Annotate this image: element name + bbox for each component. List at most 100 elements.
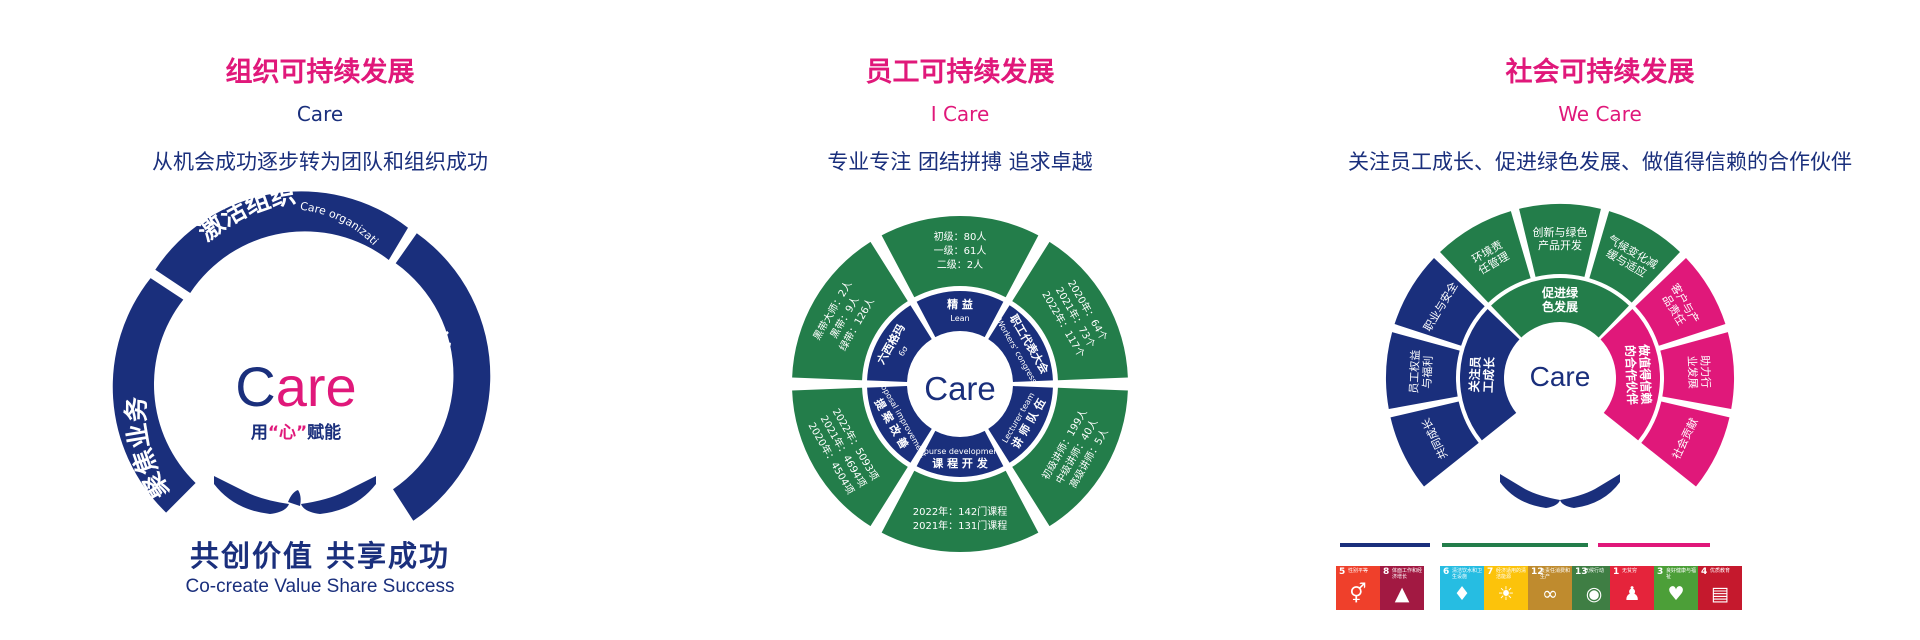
- social-inner-label: 做值得信赖: [1637, 343, 1655, 405]
- social-inner-label: 工成长: [1480, 356, 1497, 394]
- staff-outer-segment: [792, 387, 908, 527]
- social-inner-segment: [1491, 278, 1629, 338]
- staff-outer-label: 一级：61人: [934, 245, 987, 257]
- sdg-goal-label: 体面工作和经济增长: [1392, 568, 1423, 580]
- sdg-bar-green: [1442, 543, 1588, 547]
- org-ring-top-en: Care organization: [0, 0, 381, 248]
- sdg-bar-blue: [1340, 543, 1430, 547]
- org-subtitle: 从机会成功逐步转为团队和组织成功: [152, 150, 488, 174]
- sdg-goal-label: 性别平等: [1348, 568, 1369, 574]
- staff-inner-segment: [988, 305, 1053, 382]
- social-outer-segment: [1660, 332, 1734, 410]
- social-outer-segment: [1519, 203, 1601, 277]
- person-silhouette-icon: [1460, 417, 1662, 520]
- sdg-goal-icon: ▤: [1711, 583, 1729, 605]
- social-outer-label: 员工权益: [1406, 349, 1422, 394]
- sdg-goal-number: 4: [1701, 567, 1708, 577]
- social-subtitle: 关注员工成长、促进绿色发展、做值得信赖的合作伙伴: [1348, 150, 1852, 174]
- panel-organization: 组织可持续发展 Care 从机会成功逐步转为团队和组织成功 激活组织 Care …: [0, 0, 640, 640]
- social-inner-label: 的合作伙伴: [1623, 345, 1641, 406]
- social-inner-label: 色发展: [1542, 299, 1578, 314]
- org-slogan-en: Co-create Value Share Success: [185, 576, 455, 597]
- staff-outer-segment: [881, 470, 1039, 553]
- social-center-disk: [1506, 324, 1614, 432]
- social-inner-segment: [1600, 309, 1660, 441]
- social-outer-segment: [1589, 211, 1680, 303]
- sdg-goal-number: 3: [1657, 567, 1664, 577]
- sdg-goal-icon: ♟: [1623, 583, 1641, 605]
- social-outer-label: 业发展: [1685, 355, 1700, 389]
- staff-outer-segment: [1012, 387, 1128, 527]
- sdg-goal-icon: ∞: [1542, 583, 1558, 605]
- staff-outer-segment: [1012, 241, 1128, 381]
- org-title: 组织可持续发展: [225, 57, 415, 88]
- sdg-goal-label: 良好健康与福祉: [1666, 568, 1697, 580]
- social-outer-label: 产品开发: [1538, 238, 1582, 252]
- social-outer-label: 与福利: [1420, 355, 1435, 389]
- staff-outer-label: 2021年：131门课程: [913, 519, 1008, 532]
- staff-inner-segment: [867, 305, 932, 382]
- staff-outer-label: 初级：80人: [934, 230, 987, 243]
- social-title: 社会可持续发展: [1505, 57, 1695, 88]
- sdg-goal-label: 气候行动: [1584, 568, 1605, 574]
- hands-icon: [214, 476, 376, 514]
- sdg-goal-number: 12: [1531, 567, 1544, 577]
- org-ring-segment-top: [155, 191, 408, 293]
- social-outer-segment: [1394, 258, 1485, 346]
- sdg-goal-icon: ⚥: [1349, 583, 1367, 605]
- sdg-goal-label: 无贫穷: [1622, 568, 1638, 574]
- staff-inner-segment: [867, 386, 932, 463]
- social-center-word: Care: [1530, 361, 1591, 392]
- staff-inner-segment: [916, 430, 1004, 477]
- social-outer-segment: [1390, 401, 1479, 487]
- staff-inner-segment: [988, 386, 1053, 463]
- staff-inner-segment: [916, 291, 1004, 338]
- sdg-goal-icon: ♥: [1667, 583, 1685, 605]
- staff-care-label: I Care: [930, 102, 990, 126]
- staff-outer-segment: [792, 241, 908, 381]
- sdg-goal-icon: ♦: [1453, 583, 1471, 605]
- social-inner-label: 关注员: [1466, 356, 1483, 393]
- sdg-goal-label: 优质教育: [1710, 568, 1731, 574]
- panel-social: 社会可持续发展 We Care 关注员工成长、促进绿色发展、做值得信赖的合作伙伴…: [1280, 0, 1920, 640]
- social-fan-diagram: 关注员工成长共同成长员工权益与福利职业与安全促进绿色发展环境责任管理创新与绿色产…: [1386, 203, 1734, 520]
- social-outer-segment: [1641, 401, 1730, 487]
- sdg-goal-icon: ☀: [1497, 583, 1515, 605]
- sdg-goal-number: 5: [1339, 567, 1346, 577]
- social-inner-segment: [1460, 309, 1520, 441]
- sdg-goal-number: 6: [1443, 567, 1450, 577]
- social-outer-label: 助力行: [1698, 355, 1713, 389]
- sdg-goal-icon: ◉: [1585, 583, 1603, 605]
- staff-outer-label: 二级：2人: [937, 259, 983, 271]
- sdg-goal-number: 1: [1613, 567, 1620, 577]
- sdg-goal-label: 清洁饮水和卫生设施: [1452, 568, 1483, 580]
- sdg-goal-number: 7: [1487, 567, 1494, 577]
- org-ring-segment-left: [112, 278, 196, 513]
- social-care-label: We Care: [1558, 102, 1642, 126]
- staff-inner-label-en: Lean: [950, 314, 969, 323]
- staff-subtitle: 专业专注 团结拼搏 追求卓越: [827, 150, 1093, 174]
- org-ring-diagram: 激活组织 Care organization 关爱员工 Care individ…: [0, 0, 491, 521]
- social-outer-segment: [1635, 258, 1726, 346]
- hands-icon-small: [1500, 474, 1620, 508]
- staff-inner-label-en: Course development: [918, 447, 1001, 456]
- org-ring-segment-right: [393, 233, 491, 521]
- staff-outer-segment: [881, 215, 1039, 298]
- org-center-tagline: 用“心”赋能: [251, 422, 341, 443]
- staff-inner-label-en: 6σ: [897, 345, 910, 358]
- sdg-goal-icon: ▲: [1394, 583, 1410, 605]
- social-outer-segment: [1386, 332, 1460, 410]
- sdg-bar-magenta: [1598, 543, 1710, 547]
- staff-title: 员工可持续发展: [865, 57, 1055, 88]
